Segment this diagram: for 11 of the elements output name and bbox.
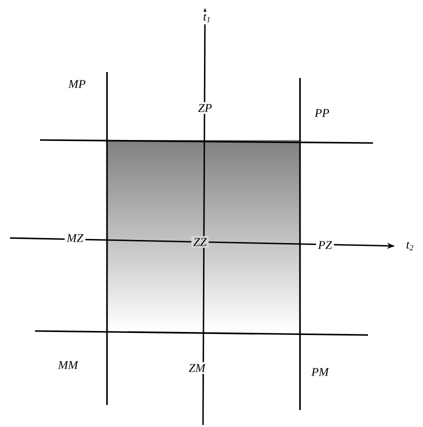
region-label: ZZ [191, 236, 209, 248]
region-label: MZ [64, 232, 86, 244]
region-label: ZP [196, 102, 214, 114]
region-label: ZM [186, 362, 208, 374]
axis-label: t$_{2}$ [404, 240, 416, 252]
region-label: PM [309, 366, 331, 378]
region-label: MP [66, 78, 88, 90]
axis-label: t$_{1}$ [201, 12, 213, 24]
region-label: MM [56, 359, 80, 371]
region-label: PP [312, 107, 332, 119]
region-label: PZ [316, 239, 334, 251]
